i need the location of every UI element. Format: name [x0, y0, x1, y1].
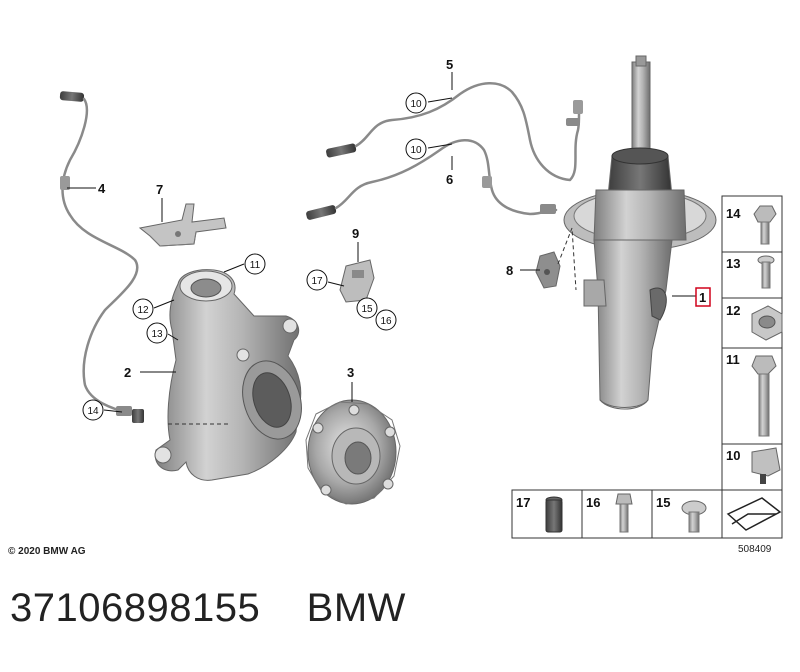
screw-16-icon	[615, 493, 633, 533]
svg-text:11: 11	[726, 352, 740, 367]
svg-text:17: 17	[311, 276, 323, 287]
clip-bracket-9	[339, 259, 375, 303]
screw-13-icon	[757, 255, 775, 289]
svg-text:10: 10	[410, 145, 422, 156]
callout-5: 5	[446, 57, 453, 72]
legend-bottom: 17 16 15	[511, 489, 723, 539]
circled-callout-16: 16	[375, 309, 397, 331]
svg-text:14: 14	[726, 206, 741, 221]
callout-6: 6	[446, 172, 453, 187]
callout-9: 9	[352, 226, 359, 241]
legend-right: 14 13 12 11 10	[721, 195, 783, 539]
circled-callout-14: 14	[82, 399, 123, 421]
spring-strut-1	[563, 55, 717, 410]
circled-callout-15: 15	[356, 297, 378, 319]
copyright-text: © 2020 BMW AG	[8, 546, 86, 557]
bracket-7	[138, 203, 227, 247]
circled-callout-13: 13	[146, 322, 179, 344]
callout-3: 3	[347, 365, 354, 380]
bolt-11-icon	[751, 355, 777, 437]
caption: 37106898155 BMW	[10, 586, 406, 631]
svg-text:13: 13	[151, 329, 163, 340]
svg-text:13: 13	[726, 256, 740, 271]
svg-text:16: 16	[380, 316, 392, 327]
brake-pad-wear-sensor-5	[326, 82, 583, 182]
legend-box-14	[721, 195, 783, 253]
circled-callout-17: 17	[306, 269, 345, 291]
svg-text:14: 14	[87, 406, 99, 417]
screw-15-icon	[681, 500, 707, 533]
circled-callout-10b: 10	[405, 138, 453, 160]
svg-text:15: 15	[656, 495, 670, 510]
wheel-speed-sensor-4	[59, 91, 144, 423]
callout-1: 1	[699, 290, 706, 305]
legend-box-16	[581, 489, 653, 539]
svg-text:11: 11	[250, 260, 261, 271]
callouts: 4 7 2 3 5 6 9 8 1 10 10	[67, 57, 711, 421]
callout-4: 4	[98, 181, 106, 196]
svg-text:12: 12	[137, 305, 149, 316]
svg-text:17: 17	[516, 495, 530, 510]
brand-name: BMW	[306, 586, 406, 630]
svg-text:16: 16	[586, 495, 600, 510]
bolt-14-icon	[753, 205, 777, 245]
nut-12-icon	[751, 305, 783, 341]
callout-2: 2	[124, 365, 131, 380]
brake-pad-wear-sensor-6	[306, 139, 558, 220]
svg-text:10: 10	[410, 99, 422, 110]
callout-7: 7	[156, 182, 163, 197]
wheel-hub-3	[305, 399, 401, 505]
svg-text:12: 12	[726, 303, 740, 318]
arrow-icon	[726, 497, 782, 531]
circled-callout-10a: 10	[405, 92, 453, 114]
steering-knuckle-2	[154, 269, 302, 481]
part-number: 37106898155	[10, 586, 261, 630]
dashed-guide-line	[557, 227, 577, 291]
circled-callout-11: 11	[223, 253, 266, 275]
sensor-holder-8	[535, 251, 561, 289]
circled-callout-12: 12	[132, 298, 175, 320]
clip-10-icon	[751, 447, 781, 484]
rivet-nut-17-icon	[545, 496, 563, 533]
figure-id: 508409	[738, 544, 772, 555]
svg-text:10: 10	[726, 448, 740, 463]
svg-text:15: 15	[361, 304, 373, 315]
highlight-box	[695, 287, 711, 307]
callout-8: 8	[506, 263, 513, 278]
